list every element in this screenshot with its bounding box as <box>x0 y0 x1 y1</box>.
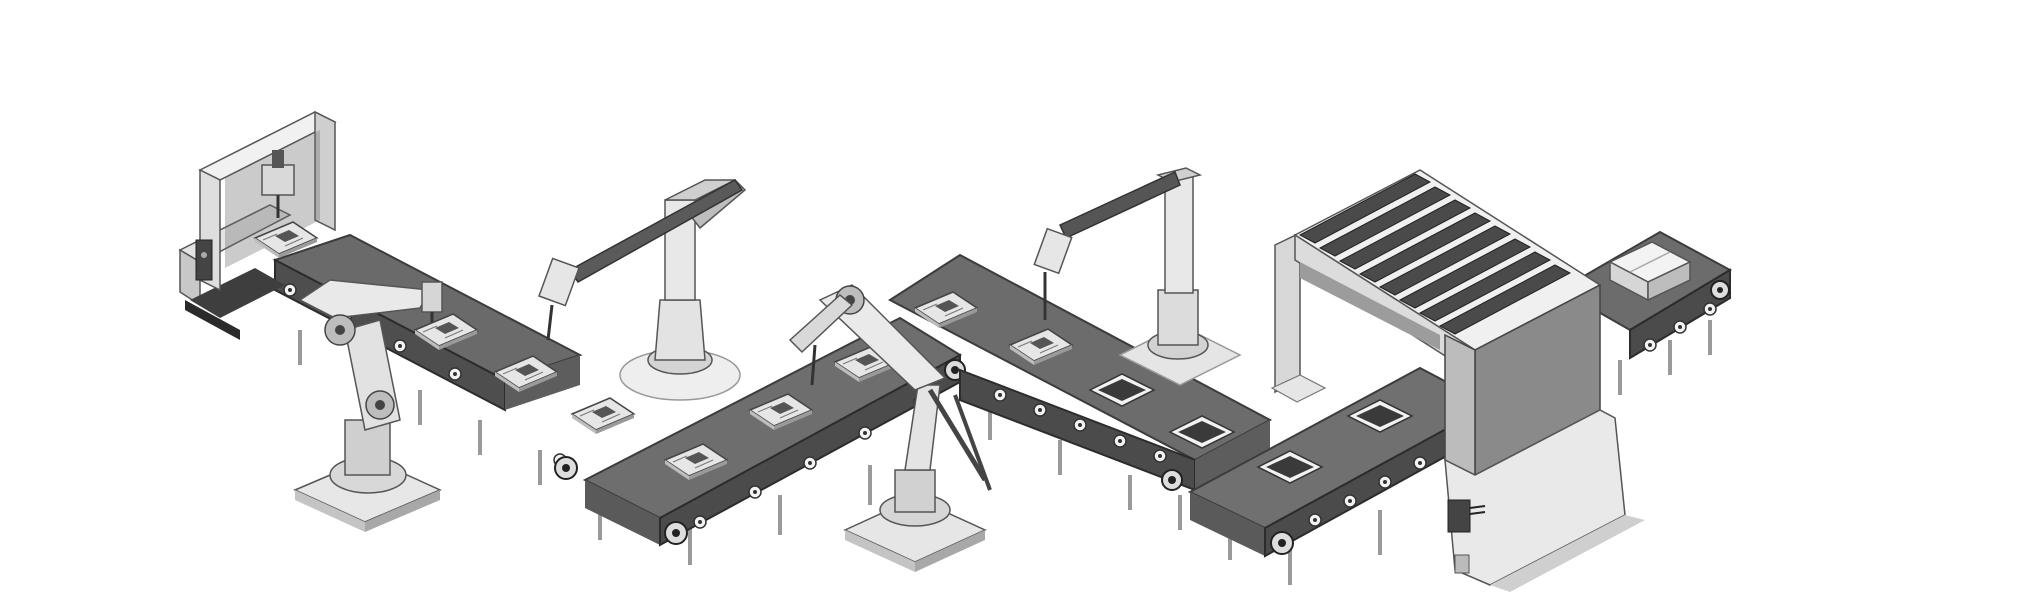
package-box-icon <box>1608 241 1692 302</box>
overhead-robot-arm-icon <box>538 179 747 401</box>
heat-tunnel-icon <box>1270 169 1645 592</box>
circuit-board <box>571 397 635 435</box>
scara-robot-arm-icon <box>788 284 992 572</box>
gantry-machine-icon <box>178 110 337 340</box>
overhead-robot-arm-icon <box>1009 167 1242 386</box>
conveyor-belt-3 <box>888 253 1273 530</box>
articulated-robot-arm-icon <box>293 279 443 532</box>
